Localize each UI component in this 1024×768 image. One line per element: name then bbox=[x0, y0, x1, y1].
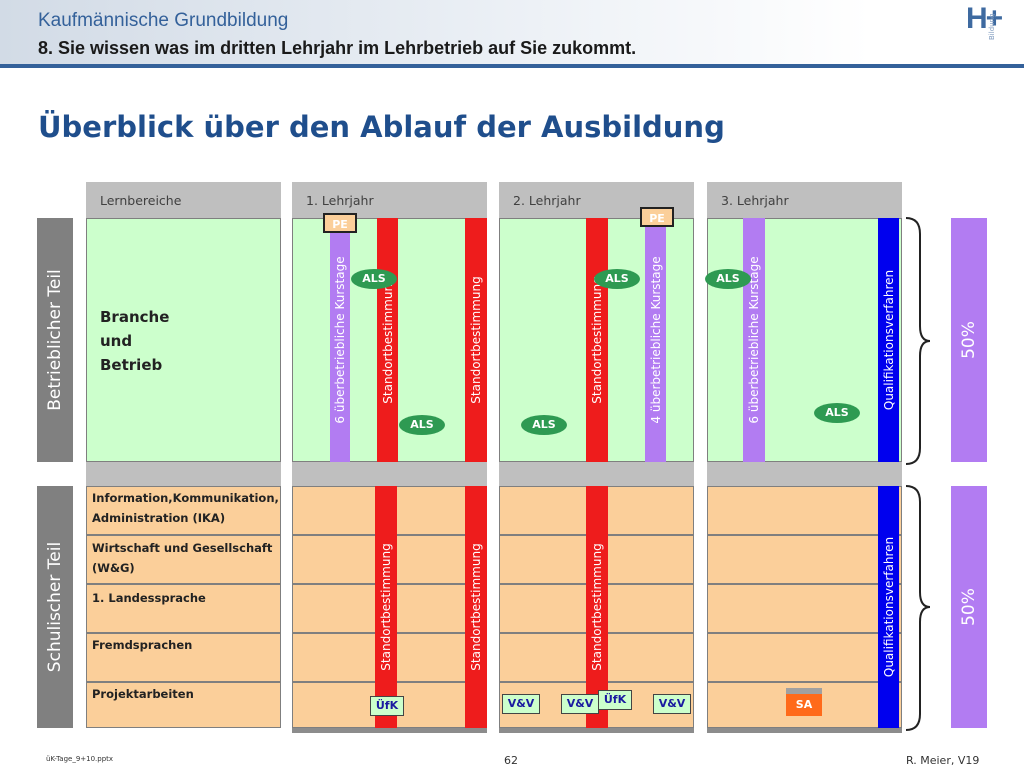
separator bbox=[86, 462, 281, 486]
bar-label: Standortbestimmung bbox=[469, 276, 483, 404]
school-row-cell bbox=[86, 682, 281, 728]
standort-bar-year2-schule: Standortbestimmung bbox=[586, 486, 608, 728]
kurstage-bar-year3: 6 überbetriebliche Kurstage bbox=[743, 218, 765, 462]
standort-bar-year1-end-betrieb: Standortbestimmung bbox=[465, 218, 487, 462]
sa-tag: SA bbox=[786, 694, 822, 716]
als-tag: ALS bbox=[521, 415, 567, 435]
pe-tag-year1: PE bbox=[323, 213, 357, 233]
bottom-line bbox=[707, 728, 902, 733]
bar-label: Qualifikationsverfahren bbox=[881, 536, 896, 678]
column-header-label: 3. Lehrjahr bbox=[721, 193, 789, 208]
percent-label: 50% bbox=[959, 321, 979, 359]
separator bbox=[292, 462, 487, 486]
hplus-logo: H+ bbox=[966, 2, 1003, 35]
vv-tag: V&V bbox=[502, 694, 540, 714]
side-label-text: Betrieblicher Teil bbox=[45, 269, 65, 411]
school-subject-line: (W&G) bbox=[92, 561, 135, 575]
footer-page-number: 62 bbox=[504, 754, 518, 767]
branche-label: Branche und Betrieb bbox=[100, 305, 169, 377]
bottom-line bbox=[292, 728, 487, 733]
bar-label: Standortbestimmung bbox=[469, 543, 483, 671]
school-subject-ika: Information,Kommunikation, Administratio… bbox=[92, 488, 279, 528]
bar-label: Standortbestimmung bbox=[590, 543, 604, 671]
bar-label: 6 überbetriebliche Kurstage bbox=[333, 256, 347, 424]
branche-line: Branche bbox=[100, 308, 170, 326]
separator bbox=[707, 462, 902, 486]
bar-label: 4 überbetriebliche Kurstage bbox=[648, 256, 663, 424]
standort-bar-year1-end-schule: Standortbestimmung bbox=[465, 486, 487, 728]
school-subject-line: 1. Landessprache bbox=[92, 591, 206, 605]
bar-label: Standortbestimmung bbox=[590, 276, 604, 404]
school-row-cell bbox=[86, 584, 281, 633]
sa-marker bbox=[786, 688, 822, 694]
percent-label: 50% bbox=[959, 588, 979, 626]
als-tag: ALS bbox=[351, 269, 397, 289]
column-header-lernbereiche: Lernbereiche bbox=[86, 182, 281, 218]
betrieb-lernbereiche-cell bbox=[86, 218, 281, 462]
school-row-cell bbox=[707, 486, 902, 535]
qv-bar-schule: Qualifikationsverfahren bbox=[878, 486, 899, 728]
school-subject-line: Fremdsprachen bbox=[92, 638, 193, 652]
ufk-tag-year2: ÜfK bbox=[598, 690, 632, 710]
bracket-betrieb bbox=[905, 217, 931, 465]
pe-tag-year2: PE bbox=[640, 207, 674, 227]
branche-line: und bbox=[100, 332, 133, 350]
footer-author: R. Meier, V19 bbox=[906, 754, 980, 767]
kurstage-bar-year2: 4 überbetriebliche Kurstage bbox=[645, 218, 666, 462]
branche-line: Betrieb bbox=[100, 356, 163, 374]
percent-schule: 50% bbox=[951, 486, 987, 728]
bottom-line bbox=[499, 728, 694, 733]
header-divider bbox=[0, 64, 1024, 68]
school-subject-projektarbeiten: Projektarbeiten bbox=[92, 684, 194, 704]
column-header-year1: 1. Lehrjahr bbox=[292, 182, 487, 218]
footer-filename: üK-Tage_9+10.pptx bbox=[46, 755, 114, 763]
standort-bar-year1-betrieb: Standortbestimmung bbox=[377, 218, 398, 462]
school-row-cell bbox=[86, 535, 281, 584]
standort-bar-year2-betrieb: Standortbestimmung bbox=[586, 218, 608, 462]
header-band bbox=[0, 0, 1024, 64]
ufk-tag-year1: ÜfK bbox=[370, 696, 404, 716]
als-tag: ALS bbox=[705, 269, 751, 289]
separator bbox=[499, 462, 694, 486]
percent-betrieb: 50% bbox=[951, 218, 987, 462]
school-subject-line: Information,Kommunikation, bbox=[92, 491, 279, 505]
school-subject-line: Administration (IKA) bbox=[92, 511, 226, 525]
bar-label: Qualifikationsverfahren bbox=[881, 269, 896, 411]
column-header-label: Lernbereiche bbox=[100, 193, 182, 208]
header-course: Kaufmännische Grundbildung bbox=[38, 10, 289, 31]
betrieb-year3-cell bbox=[707, 218, 902, 462]
als-tag: ALS bbox=[814, 403, 860, 423]
vv-tag: V&V bbox=[561, 694, 599, 714]
school-subject-line: Wirtschaft und Gesellschaft bbox=[92, 541, 273, 555]
vv-tag: V&V bbox=[653, 694, 691, 714]
standort-bar-year1-schule: Standortbestimmung bbox=[375, 486, 397, 728]
column-header-label: 1. Lehrjahr bbox=[306, 193, 374, 208]
school-subject-fremdsprachen: Fremdsprachen bbox=[92, 635, 192, 655]
bracket-schule bbox=[905, 485, 931, 731]
logo-subtitle: Bildung bbox=[988, 13, 996, 40]
side-label-text: Schulischer Teil bbox=[45, 541, 65, 673]
bar-label: Standortbestimmung bbox=[380, 276, 395, 404]
school-row-cell bbox=[707, 584, 902, 633]
header-topic: 8. Sie wissen was im dritten Lehrjahr im… bbox=[38, 38, 637, 58]
school-row-cell bbox=[86, 633, 281, 682]
qv-bar-betrieb: Qualifikationsverfahren bbox=[878, 218, 899, 462]
side-label-betrieb: Betrieblicher Teil bbox=[37, 218, 73, 462]
school-row-cell bbox=[707, 535, 902, 584]
kurstage-bar-year1: 6 überbetriebliche Kurstage bbox=[330, 218, 350, 462]
school-subject-wg: Wirtschaft und Gesellschaft (W&G) bbox=[92, 538, 272, 578]
als-tag: ALS bbox=[399, 415, 445, 435]
school-subject-line: Projektarbeiten bbox=[92, 687, 194, 701]
bar-label: Standortbestimmung bbox=[379, 543, 393, 671]
als-tag: ALS bbox=[594, 269, 640, 289]
school-subject-landessprache: 1. Landessprache bbox=[92, 588, 206, 608]
column-header-label: 2. Lehrjahr bbox=[513, 193, 581, 208]
school-row-cell bbox=[86, 486, 281, 535]
side-label-schule: Schulischer Teil bbox=[37, 486, 73, 728]
column-header-year3: 3. Lehrjahr bbox=[707, 182, 902, 218]
page-title: Überblick über den Ablauf der Ausbildung bbox=[38, 110, 725, 144]
school-row-cell bbox=[707, 633, 902, 682]
